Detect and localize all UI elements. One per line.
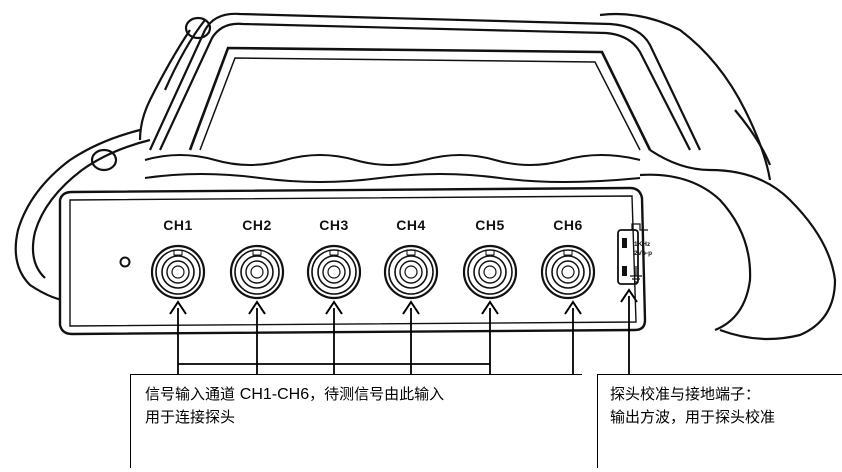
callout-left-line2: 用于连接探头 bbox=[145, 408, 236, 426]
callout-left-code: CH1-CH6 bbox=[239, 386, 310, 403]
channel-label-ch2: CH2 bbox=[242, 217, 272, 233]
left-bumper bbox=[14, 16, 212, 303]
bumper-strip-lower bbox=[144, 173, 641, 183]
callout-right-line1: 探头校准与接地端子： bbox=[610, 385, 761, 403]
square-wave-icon bbox=[631, 223, 648, 231]
channel-label-ch6: CH6 bbox=[553, 217, 583, 233]
bnc-connector-ch3: CH3 bbox=[306, 217, 362, 300]
pointer-arrow-7 bbox=[620, 288, 638, 374]
bnc-connector-ch5: CH5 bbox=[462, 217, 518, 300]
ground-icon bbox=[630, 266, 642, 283]
front-panel-inner bbox=[69, 195, 637, 327]
pointer-arrow-3 bbox=[325, 300, 343, 374]
channel-label-ch3: CH3 bbox=[319, 217, 349, 233]
led-indicator bbox=[119, 256, 131, 268]
bnc-connector-ch6: CH6 bbox=[540, 217, 596, 300]
callout-left-suffix: ，待测信号由此输入 bbox=[309, 385, 445, 403]
bnc-connector-ch1: CH1 bbox=[150, 217, 206, 300]
pointer-arrow-1 bbox=[169, 300, 187, 374]
callout-right-line2: 输出方波，用于探头校准 bbox=[610, 408, 776, 426]
channel-label-ch5: CH5 bbox=[475, 217, 505, 233]
right-bumper bbox=[599, 12, 837, 341]
pointer-arrow-2 bbox=[248, 300, 266, 374]
callout-left-prefix: 信号输入通道 bbox=[145, 385, 240, 403]
callout-calibration: 探头校准与接地端子： 输出方波，用于探头校准 bbox=[597, 374, 842, 468]
calibration-freq: 1KHz bbox=[634, 241, 651, 248]
channel-label-ch1: CH1 bbox=[163, 217, 193, 233]
calibration-terminal: 1KHz 2Vp-p bbox=[617, 223, 652, 285]
pointer-arrow-5 bbox=[481, 300, 499, 374]
bumper-strip bbox=[144, 154, 641, 166]
calibration-amplitude: 2Vp-p bbox=[634, 250, 652, 257]
callout-input-channels: 信号输入通道 CH1-CH6，待测信号由此输入 用于连接探头 bbox=[130, 374, 582, 468]
screen-frame bbox=[149, 12, 701, 151]
bnc-connector-ch4: CH4 bbox=[383, 217, 439, 300]
bnc-connector-ch2: CH2 bbox=[229, 217, 285, 300]
channel-label-ch4: CH4 bbox=[396, 217, 426, 233]
callout-left-line1: 信号输入通道 CH1-CH6，待测信号由此输入 bbox=[145, 383, 582, 406]
bnc-connectors: CH1 CH2 CH3 CH4 CH5 CH6 bbox=[150, 217, 596, 300]
pointer-arrow-4 bbox=[402, 300, 420, 374]
